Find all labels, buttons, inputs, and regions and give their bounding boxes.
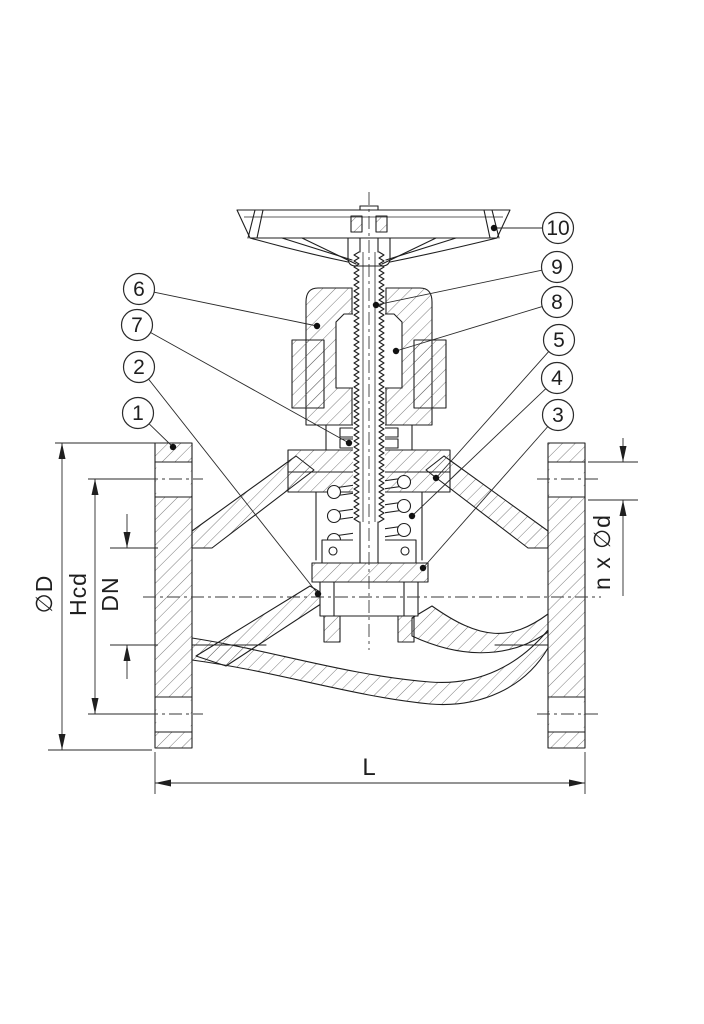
callout-7: 7 — [120, 308, 353, 447]
callout-circle-6 — [122, 272, 156, 306]
outlet-passage-wall — [411, 605, 549, 654]
bolt-holes-label: n x ∅d — [589, 514, 615, 590]
callout-8: 8 — [392, 285, 574, 355]
stem-thread-right — [378, 251, 385, 523]
handwheel-nut — [350, 215, 363, 233]
callout-6: 6 — [122, 272, 321, 330]
callout-circle-8 — [540, 285, 574, 319]
callout-9: 9 — [372, 250, 574, 309]
callout-number-7: 7 — [131, 314, 143, 337]
callout-circle-1 — [121, 396, 155, 430]
callout-circle-2 — [122, 350, 156, 384]
callout-number-6: 6 — [133, 278, 145, 301]
valve-body — [154, 442, 586, 749]
bolt-hole-right-bottom — [549, 697, 584, 732]
gland-lug-left — [291, 339, 325, 409]
handwheel-spokes — [249, 237, 498, 265]
callout-number-2: 2 — [133, 356, 145, 379]
callout-circle-3 — [541, 398, 575, 432]
callout-1: 1 — [121, 396, 177, 451]
face-to-face-label: L — [362, 754, 375, 781]
callout-layer: 1 2 3 4 5 6 7 8 9 10 — [120, 211, 576, 598]
callout-10: 10 — [490, 211, 575, 245]
nominal-bore-label: DN — [97, 576, 123, 611]
centerlines — [143, 192, 601, 715]
callout-number-1: 1 — [132, 402, 144, 425]
callout-number-3: 3 — [552, 404, 564, 427]
callout-3: 3 — [419, 398, 575, 572]
spring-chamber — [315, 491, 423, 561]
outer-diameter-label: ∅D — [31, 575, 57, 614]
disc-plate — [311, 562, 429, 583]
callout-2: 2 — [122, 350, 322, 598]
dimension-nominal-bore: DN — [97, 514, 158, 679]
flange-left — [154, 442, 193, 749]
callout-number-10: 10 — [546, 217, 569, 240]
callout-number-5: 5 — [553, 329, 565, 352]
callout-circle-4 — [540, 361, 574, 395]
dimension-outer-diameter: ∅D — [31, 442, 160, 751]
bolt-hole-left-top — [156, 462, 191, 497]
handwheel-rim — [236, 209, 511, 239]
callout-number-4: 4 — [551, 367, 563, 390]
callout-5: 5 — [432, 323, 576, 482]
callout-number-8: 8 — [551, 291, 563, 314]
handwheel-nut — [375, 215, 388, 233]
callout-number-9: 9 — [551, 256, 563, 279]
flange-right — [547, 442, 586, 749]
callout-circle-5 — [542, 323, 576, 357]
callout-circle-7 — [120, 308, 154, 342]
stem-thread-left — [353, 251, 360, 523]
bolt-circle-label: Hcd — [65, 572, 91, 616]
handwheel — [236, 209, 511, 267]
bolt-hole-left-bottom — [156, 697, 191, 732]
callout-circle-9 — [540, 250, 574, 284]
bonnet — [287, 287, 451, 561]
dimension-face-to-face: L — [154, 752, 586, 794]
gland-lug-right — [413, 339, 447, 409]
valve-seat — [323, 615, 415, 643]
dimension-bolt-holes: n x ∅d — [588, 438, 638, 596]
yoke-bushing — [335, 313, 403, 389]
bolt-hole-right-top — [549, 462, 584, 497]
callout-circle-10 — [541, 211, 575, 245]
callout-4: 4 — [408, 361, 574, 520]
dimension-bolt-circle: Hcd — [65, 478, 150, 715]
